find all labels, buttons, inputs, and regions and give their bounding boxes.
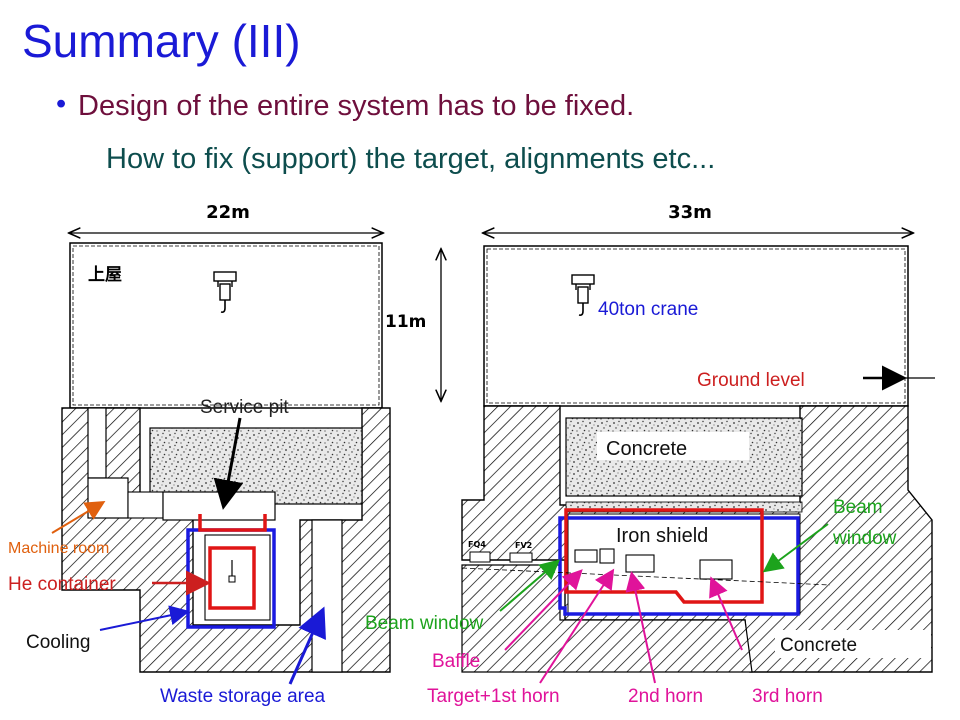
- machine-room-label: Machine room: [8, 540, 109, 557]
- fv2-label: FV2: [515, 541, 532, 550]
- cooling-label: Cooling: [26, 632, 90, 653]
- building-superstructure-left: [69, 242, 383, 409]
- width-label-left: 22m: [206, 202, 250, 223]
- speckled-concrete-left: [149, 427, 363, 505]
- horn2-label: 2nd horn: [628, 686, 703, 707]
- target-horn-label: Target+1st horn: [427, 686, 560, 707]
- ground-level-label: Ground level: [697, 370, 805, 391]
- beam-window-right-line2: window: [832, 528, 897, 549]
- subline-text: How to fix (support) the target, alignme…: [106, 143, 716, 175]
- crane-hook-icon-left: [213, 271, 237, 313]
- machine-room-chamber: [87, 477, 129, 519]
- crane-label: 40ton crane: [598, 299, 698, 320]
- building-label: 上屋: [88, 265, 122, 285]
- waste-storage-label: Waste storage area: [160, 686, 326, 707]
- width-label-right: 33m: [668, 202, 712, 223]
- horn3-label: 3rd horn: [752, 686, 823, 707]
- service-pit-chamber: [162, 491, 276, 521]
- concrete-top-label: Concrete: [606, 438, 687, 460]
- he-container-label: He container: [8, 574, 116, 595]
- building-superstructure-right: [483, 245, 909, 407]
- fq4-label: FQ4: [468, 540, 486, 549]
- slide-title: Summary (III): [22, 15, 301, 67]
- concrete-bottom-label: Concrete: [780, 635, 857, 656]
- left-cross-section: 22m 上屋 Service pit Machine: [8, 202, 391, 707]
- bullet-dot-icon: •: [56, 88, 67, 120]
- beam-window-right-line1: Beam: [833, 497, 883, 518]
- waste-storage-chamber: [311, 519, 343, 673]
- beam-window-left-label: Beam window: [365, 613, 484, 634]
- iron-shield-red-box: [564, 508, 764, 604]
- shield-blue-box: [558, 516, 800, 616]
- bullet-text: Design of the entire system has to be fi…: [78, 90, 635, 122]
- height-label: 11m: [385, 312, 426, 332]
- baffle-label: Baffle: [432, 651, 480, 672]
- crane-hook-icon-right: [571, 274, 595, 316]
- service-pit-label: Service pit: [200, 397, 289, 418]
- iron-shield-label: Iron shield: [616, 525, 708, 547]
- right-cross-section: 33m 11m 40ton crane Ground level Concret…: [365, 202, 935, 707]
